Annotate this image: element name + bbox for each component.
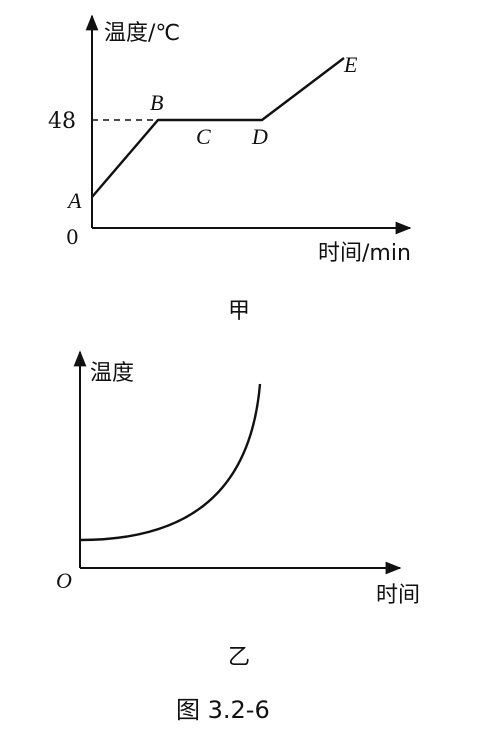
yi-y-axis-label: 温度 <box>90 361 134 386</box>
jia-caption: 甲 <box>228 299 250 324</box>
figure-caption: 图 3.2-6 <box>176 696 270 724</box>
jia-y-tick-48: 48 <box>48 109 76 134</box>
diagram-yi: 温度 时间 O 乙 <box>56 350 420 670</box>
jia-x-axis-label: 时间/min <box>318 241 411 266</box>
jia-point-b-label: B <box>150 90 163 115</box>
jia-point-a-label: A <box>66 188 82 213</box>
yi-x-axis-label: 时间 <box>376 583 420 608</box>
jia-point-c-label: C <box>196 124 211 149</box>
jia-point-d-label: D <box>251 124 268 149</box>
jia-point-e-label: E <box>343 52 358 77</box>
yi-caption: 乙 <box>228 645 250 670</box>
yi-origin-label: O <box>56 568 72 593</box>
jia-origin-label: 0 <box>66 225 79 249</box>
yi-temperature-curve <box>79 383 262 542</box>
diagram-jia: 温度/℃ 时间/min 0 48 A B C D E 甲 <box>48 14 412 324</box>
jia-heating-curve <box>91 57 345 198</box>
jia-y-axis-label: 温度/℃ <box>104 21 180 46</box>
